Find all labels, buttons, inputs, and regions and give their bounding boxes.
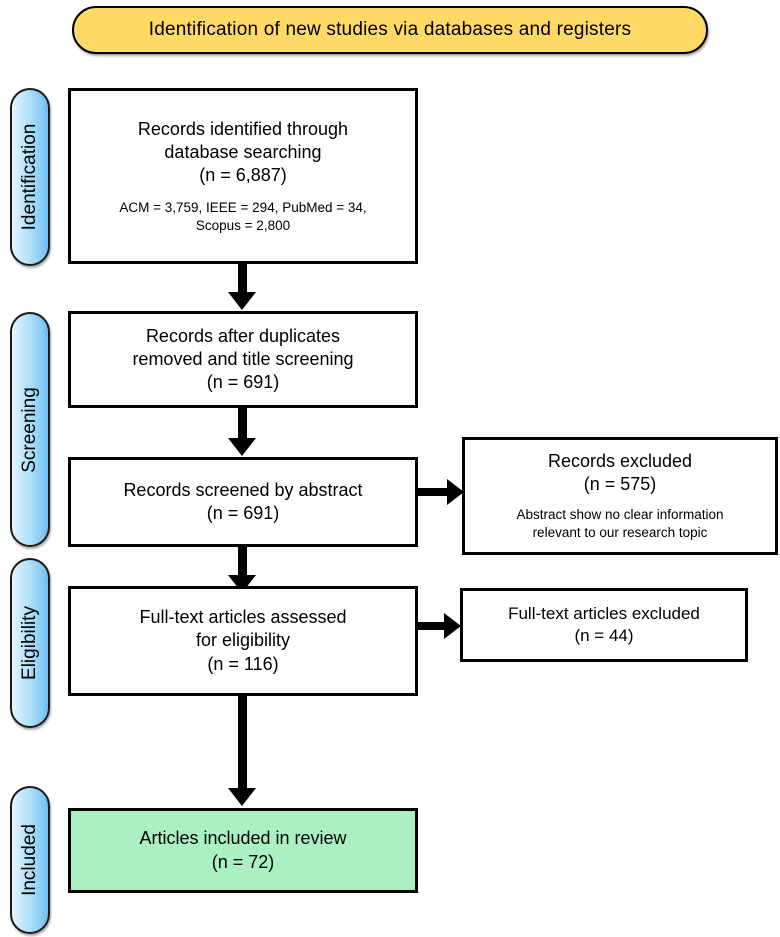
arrow-identified-to-duplicates-shaft [238, 264, 247, 296]
box-records-screened-abstract: Records screened by abstract (n = 691) [68, 457, 418, 547]
stage-label-included: Included [19, 824, 40, 896]
fulltext-excluded-count: (n = 44) [574, 626, 634, 645]
stage-pill-eligibility: Eligibility [10, 558, 50, 728]
stage-label-eligibility: Eligibility [19, 606, 40, 680]
box-records-after-duplicates: Records after duplicates removed and tit… [68, 311, 418, 408]
records-identified-line2: database searching [164, 141, 322, 162]
records-identified-sub2: Scopus = 2,800 [195, 217, 291, 233]
diagram-title: Identification of new studies via databa… [148, 19, 632, 40]
records-excluded-count: (n = 575) [583, 474, 657, 495]
records-excluded-line1: Records excluded [547, 451, 693, 472]
box-records-identified-main: Records identified through database sear… [130, 118, 356, 187]
arrow-fulltext-to-excluded-shaft [418, 622, 450, 630]
arrow-fulltext-to-excluded-head [444, 613, 461, 639]
records-excluded-sub1: Abstract show no clear information [516, 507, 724, 523]
arrow-screened-to-excluded-shaft [418, 488, 453, 496]
screened-abstract-count: (n = 691) [206, 503, 280, 523]
stage-pill-included: Included [10, 786, 50, 934]
screened-abstract-line1: Records screened by abstract [123, 479, 363, 500]
articles-included-line1: Articles included in review [139, 828, 347, 849]
stage-label-identification: Identification [19, 123, 40, 231]
stage-pill-identification: Identification [10, 88, 50, 266]
after-duplicates-count: (n = 691) [206, 372, 280, 393]
box-articles-included: Articles included in review (n = 72) [68, 808, 418, 893]
stage-label-screening: Screening [19, 386, 40, 473]
arrow-identified-to-duplicates-head [228, 292, 256, 310]
after-duplicates-line1: Records after duplicates [145, 325, 341, 346]
box-articles-included-main: Articles included in review (n = 72) [131, 827, 354, 873]
box-fulltext-assessed-main: Full-text articles assessed for eligibil… [131, 606, 354, 675]
box-records-after-duplicates-main: Records after duplicates removed and tit… [124, 325, 361, 394]
records-identified-count: (n = 6,887) [199, 164, 287, 185]
after-duplicates-line2: removed and title screening [132, 348, 354, 369]
box-fulltext-assessed: Full-text articles assessed for eligibil… [68, 586, 418, 696]
box-records-excluded-main: Records excluded (n = 575) [540, 450, 700, 496]
records-excluded-sub2: relevant to our research topic [532, 525, 708, 541]
fulltext-assessed-line2: for eligibility [195, 630, 291, 651]
fulltext-assessed-line1: Full-text articles assessed [139, 607, 347, 628]
fulltext-assessed-count: (n = 116) [207, 653, 279, 674]
arrow-fulltext-to-included-head [228, 788, 256, 806]
records-identified-line1: Records identified through [137, 118, 349, 139]
stage-pill-screening: Screening [10, 312, 50, 547]
arrow-screened-to-excluded-head [447, 479, 464, 505]
arrow-screened-to-fulltext-shaft [238, 547, 247, 579]
box-records-excluded: Records excluded (n = 575) Abstract show… [462, 437, 778, 555]
fulltext-excluded-line1: Full-text articles excluded [508, 604, 700, 624]
box-fulltext-excluded-main: Full-text articles excluded (n = 44) [500, 603, 708, 647]
arrow-duplicates-to-screened-head [228, 438, 256, 456]
box-records-identified: Records identified through database sear… [68, 88, 418, 264]
articles-included-count: (n = 72) [211, 851, 275, 872]
box-records-excluded-reason: Abstract show no clear information relev… [508, 506, 731, 541]
diagram-header-banner: Identification of new studies via databa… [72, 6, 708, 54]
box-fulltext-excluded: Full-text articles excluded (n = 44) [460, 588, 748, 662]
box-records-screened-abstract-main: Records screened by abstract (n = 691) [115, 479, 370, 525]
arrow-duplicates-to-screened-shaft [238, 408, 247, 442]
arrow-fulltext-to-included-shaft [238, 696, 247, 791]
records-identified-sub1: ACM = 3,759, IEEE = 294, PubMed = 34, [119, 200, 367, 215]
box-records-identified-breakdown: ACM = 3,759, IEEE = 294, PubMed = 34, Sc… [111, 199, 374, 234]
